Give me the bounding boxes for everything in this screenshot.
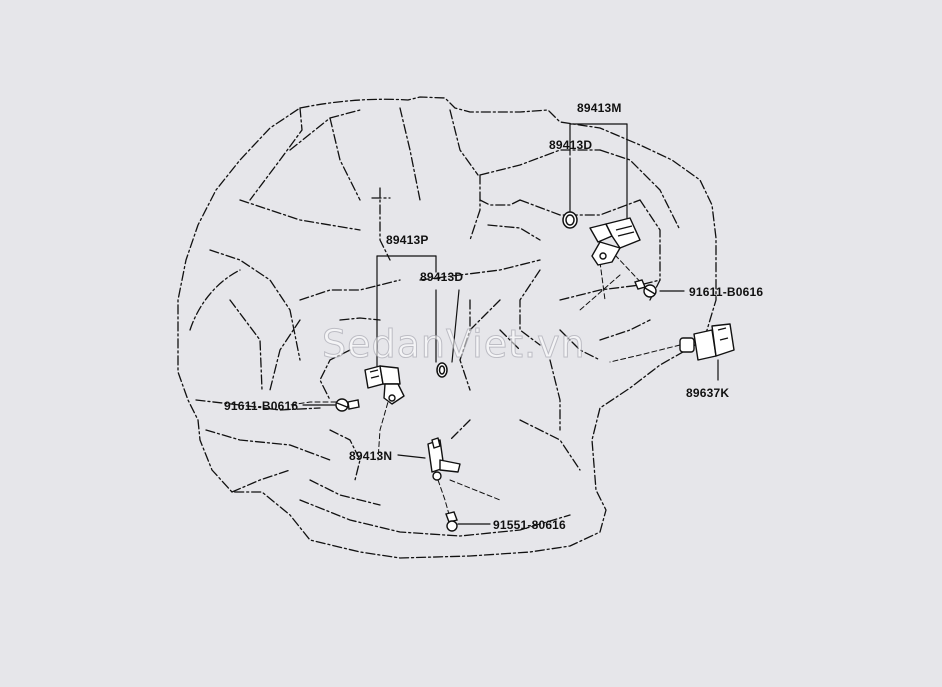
label-89413n: 89413N xyxy=(349,449,393,463)
label-89413m: 89413M xyxy=(577,101,622,115)
label-89413d-mid: 89413D xyxy=(420,270,464,284)
oring-top xyxy=(562,211,578,229)
watermark: SedanViet.vn xyxy=(322,322,586,367)
speed-sensor-mid xyxy=(364,365,405,405)
bolt-bottom xyxy=(445,511,458,532)
bracket-89413m xyxy=(569,123,628,226)
label-89413d-top: 89413D xyxy=(549,138,593,152)
bolt-right xyxy=(634,279,657,298)
speed-sensor-top xyxy=(589,217,641,266)
label-91551-80616: 91551-80616 xyxy=(493,518,566,532)
label-91611-b0616-right: 91611-B0616 xyxy=(689,285,764,299)
speed-sensor-bottom xyxy=(427,437,461,481)
label-89413p: 89413P xyxy=(386,233,429,247)
transmission-housing-outline xyxy=(177,96,717,559)
pressure-switch xyxy=(679,323,735,361)
label-91611-b0616-left: 91611-B0616 xyxy=(224,399,299,413)
label-89637k: 89637K xyxy=(686,386,730,400)
bracket-89413p xyxy=(376,255,437,373)
oring-mid xyxy=(436,362,448,378)
bolt-left xyxy=(335,398,360,412)
leader-lines xyxy=(289,254,681,519)
